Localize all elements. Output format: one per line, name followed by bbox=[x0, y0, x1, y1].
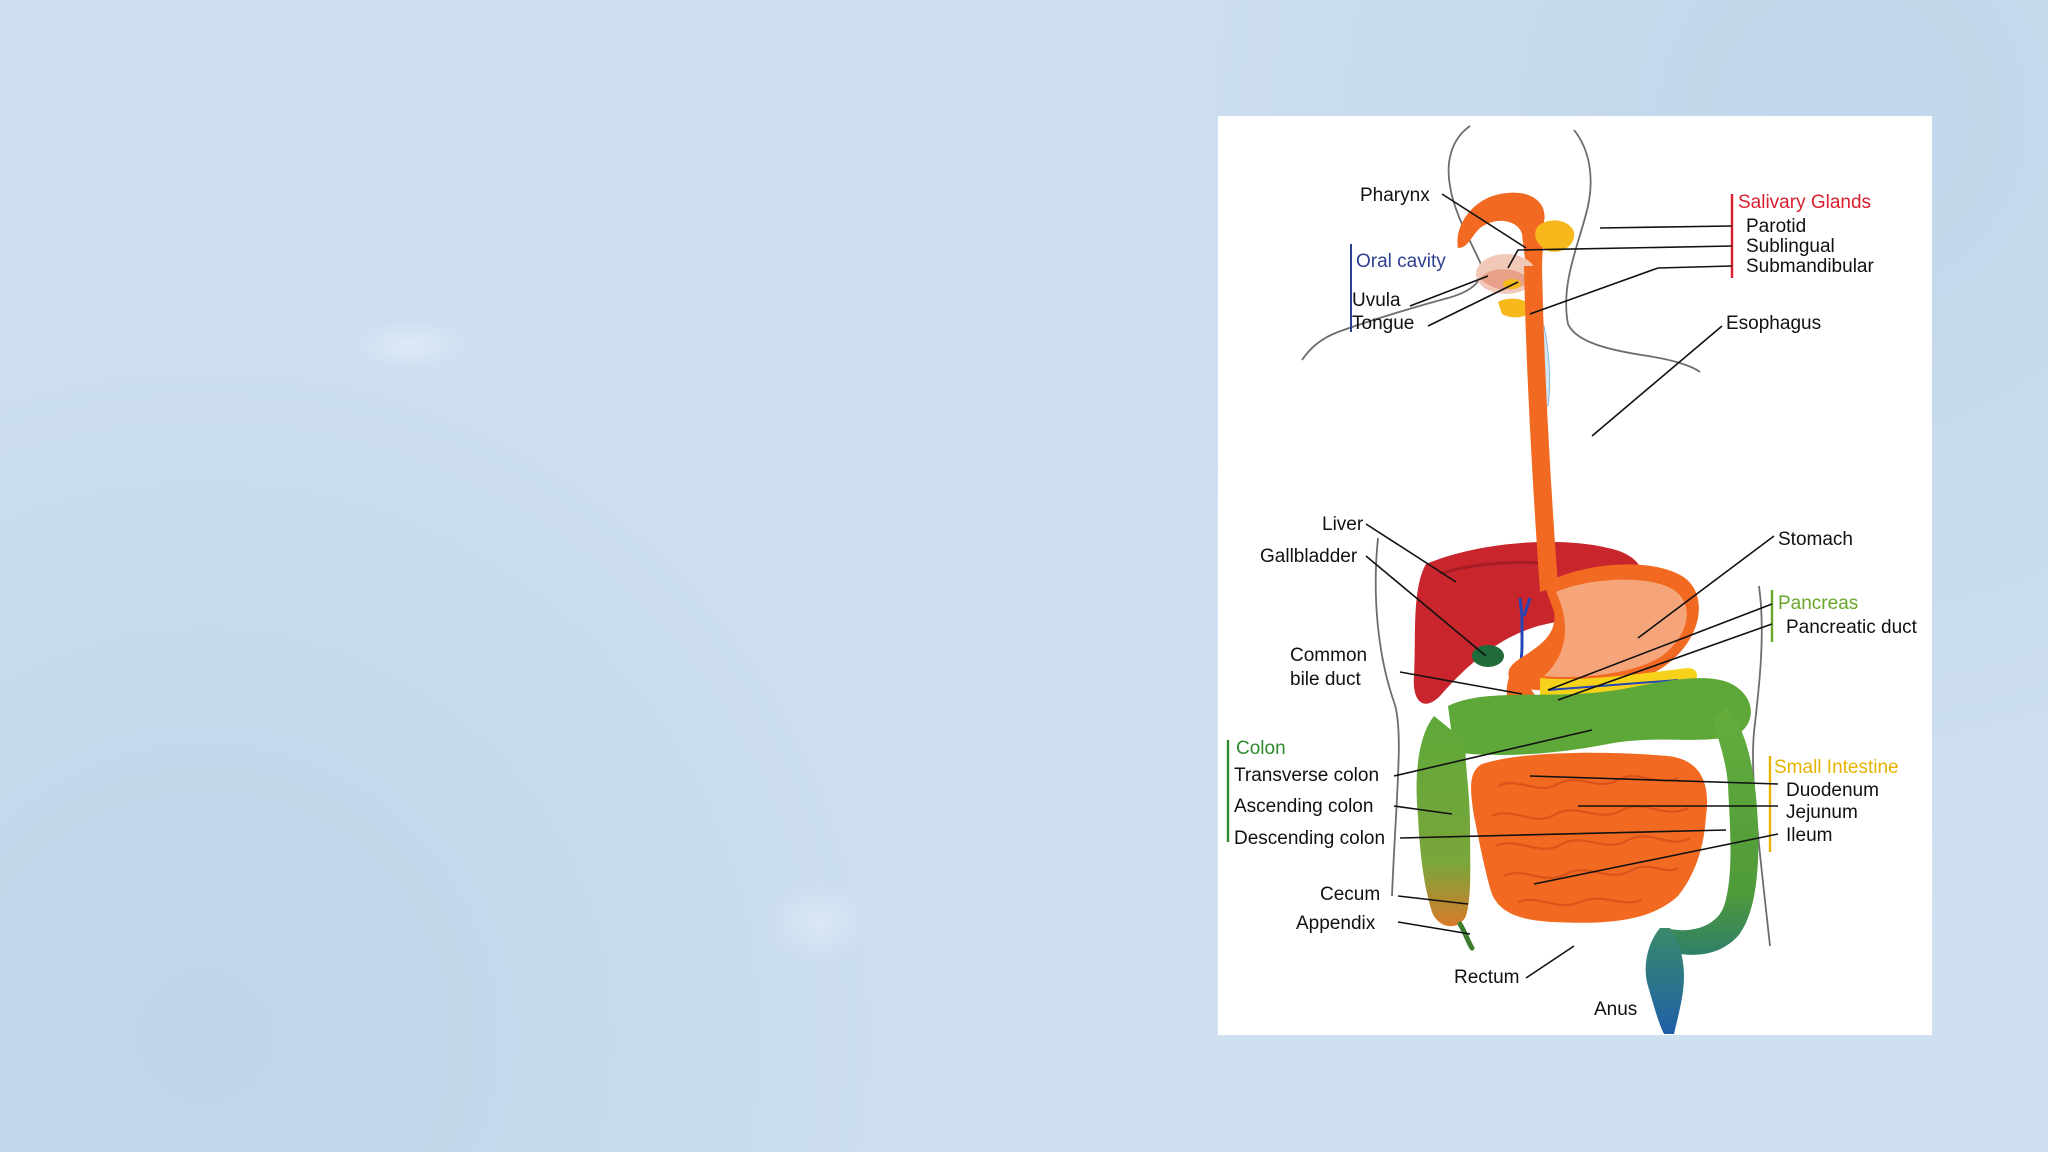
digestive-system-diagram: Pharynx Oral cavity Uvula Tongue Salivar… bbox=[1218, 116, 1932, 1035]
label-tongue: Tongue bbox=[1352, 313, 1414, 334]
label-small-intestine: Small Intestine bbox=[1774, 757, 1899, 778]
label-common-bile-duct-line1: Common bbox=[1290, 645, 1367, 666]
label-rectum: Rectum bbox=[1454, 967, 1519, 988]
label-appendix: Appendix bbox=[1296, 913, 1376, 934]
label-salivary-glands: Salivary Glands bbox=[1738, 192, 1871, 213]
label-transverse-colon: Transverse colon bbox=[1234, 765, 1379, 786]
label-duodenum: Duodenum bbox=[1786, 780, 1879, 801]
label-anus: Anus bbox=[1594, 999, 1637, 1020]
label-pharynx: Pharynx bbox=[1360, 185, 1430, 206]
label-submandibular: Submandibular bbox=[1746, 256, 1874, 277]
label-sublingual: Sublingual bbox=[1746, 236, 1835, 257]
label-esophagus: Esophagus bbox=[1726, 313, 1821, 334]
diagram-svg: Pharynx Oral cavity Uvula Tongue Salivar… bbox=[1218, 116, 1932, 1035]
label-jejunum: Jejunum bbox=[1786, 802, 1858, 823]
ascending-colon-shape bbox=[1417, 716, 1471, 926]
label-uvula: Uvula bbox=[1352, 290, 1401, 311]
label-common-bile-duct-line2: bile duct bbox=[1290, 669, 1361, 690]
appendix-shape bbox=[1460, 924, 1472, 948]
label-stomach: Stomach bbox=[1778, 529, 1853, 550]
label-gallbladder: Gallbladder bbox=[1260, 546, 1358, 567]
label-liver: Liver bbox=[1322, 514, 1364, 535]
label-pancreatic-duct: Pancreatic duct bbox=[1786, 617, 1918, 638]
label-descending-colon: Descending colon bbox=[1234, 828, 1385, 849]
label-colon: Colon bbox=[1236, 738, 1286, 759]
label-oral-cavity: Oral cavity bbox=[1356, 251, 1446, 272]
label-ileum: Ileum bbox=[1786, 825, 1832, 846]
label-parotid: Parotid bbox=[1746, 216, 1806, 237]
label-pancreas: Pancreas bbox=[1778, 593, 1858, 614]
label-cecum: Cecum bbox=[1320, 884, 1380, 905]
label-ascending-colon: Ascending colon bbox=[1234, 796, 1373, 817]
